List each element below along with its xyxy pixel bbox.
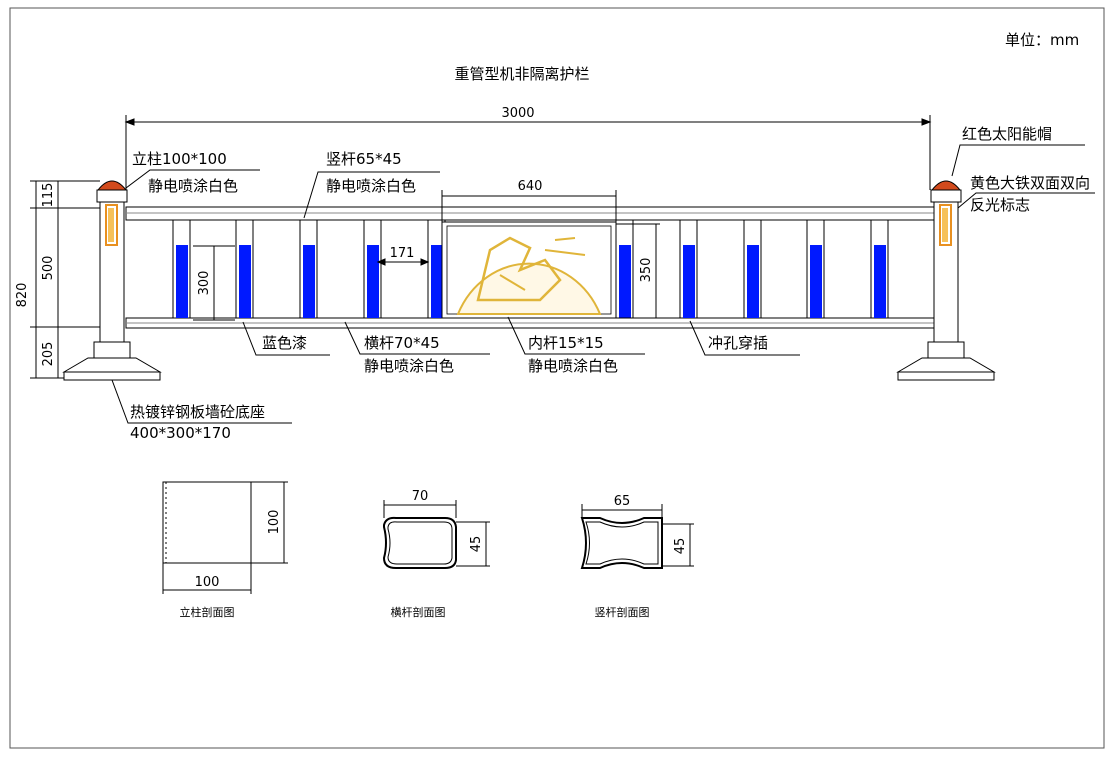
picket [427, 219, 446, 319]
dim-total-length-text: 3000 [501, 106, 534, 121]
picket [299, 219, 318, 319]
unit-label: 单位：mm [1005, 31, 1079, 49]
left-solar-cap [96, 180, 128, 191]
picket-section [580, 504, 694, 569]
picket [363, 219, 382, 319]
dim-640-text: 640 [518, 179, 543, 194]
right-post [896, 180, 996, 381]
dim-picket-spacing [376, 258, 430, 266]
right-solar-cap [930, 180, 962, 191]
dim-820: 820 [15, 283, 30, 308]
picket-blue-paint [683, 245, 695, 318]
dim-height-chain [30, 180, 100, 379]
dim-300-text: 300 [197, 271, 212, 296]
dim-picket-height [193, 245, 235, 321]
picket-group [172, 219, 889, 319]
callout-base-l2: 400*300*170 [130, 424, 231, 442]
dim-115: 115 [41, 183, 56, 208]
picket [679, 219, 698, 319]
picket [743, 219, 762, 319]
dim-350-text: 350 [639, 258, 654, 283]
rail-section-w: 70 [412, 489, 429, 504]
rail-section-caption: 横杆剖面图 [391, 605, 446, 619]
picket [806, 219, 825, 319]
dim-171-text: 171 [390, 246, 415, 261]
callout-inner-l1: 内杆15*15 [528, 334, 604, 352]
picket-blue-paint [619, 245, 631, 318]
picket [235, 219, 254, 319]
dim-205: 205 [41, 342, 56, 367]
callout-post-l1: 立柱100*100 [132, 150, 227, 168]
callout-rail-l1: 横杆70*45 [364, 334, 440, 352]
callout-reflector-l1: 黄色大铁双面双向 [970, 174, 1090, 192]
rail-section [382, 500, 490, 569]
callout-picket-l2: 静电喷涂白色 [326, 177, 416, 195]
callout-picket-l1: 竖杆65*45 [326, 150, 402, 168]
picket-section-w: 65 [614, 494, 631, 509]
callout-punch: 冲孔穿插 [708, 334, 768, 352]
picket-blue-paint [239, 245, 251, 318]
dim-500: 500 [41, 256, 56, 281]
picket-blue-paint [810, 245, 822, 318]
callout-post-l2: 静电喷涂白色 [148, 177, 238, 195]
dim-panel-width [441, 190, 617, 226]
post-section-caption: 立柱剖面图 [180, 605, 235, 619]
callout-leaders [111, 144, 1095, 424]
post-section-h: 100 [267, 510, 282, 535]
picket-blue-paint [176, 245, 188, 318]
center-panel [441, 221, 617, 319]
picket [870, 219, 889, 319]
callout-reflector-l2: 反光标志 [970, 196, 1030, 214]
drawing-title: 重管型机非隔离护栏 [454, 65, 589, 83]
picket-blue-paint [431, 245, 443, 318]
post-section-w: 100 [195, 575, 220, 590]
picket-blue-paint [367, 245, 379, 318]
sheet-border [9, 7, 1105, 749]
picket [615, 219, 634, 319]
top-rail [125, 206, 935, 221]
picket-section-caption: 竖杆剖面图 [595, 605, 650, 619]
dim-total-length [124, 115, 932, 190]
picket-blue-paint [303, 245, 315, 318]
post-section [162, 481, 288, 594]
picket-blue-paint [747, 245, 759, 318]
callout-inner-l2: 静电喷涂白色 [528, 357, 618, 375]
picket-blue-paint [874, 245, 886, 318]
left-post [62, 180, 162, 381]
bottom-rail [125, 317, 935, 329]
callout-blue-paint: 蓝色漆 [262, 334, 307, 352]
callout-base-l1: 热镀锌钢板墙砼底座 [130, 403, 265, 421]
picket [172, 219, 191, 319]
picket-section-h: 45 [673, 538, 688, 555]
callout-rail-l2: 静电喷涂白色 [364, 357, 454, 375]
callout-cap: 红色太阳能帽 [962, 125, 1052, 143]
rail-section-h: 45 [469, 536, 484, 553]
dim-panel-height [616, 223, 660, 319]
